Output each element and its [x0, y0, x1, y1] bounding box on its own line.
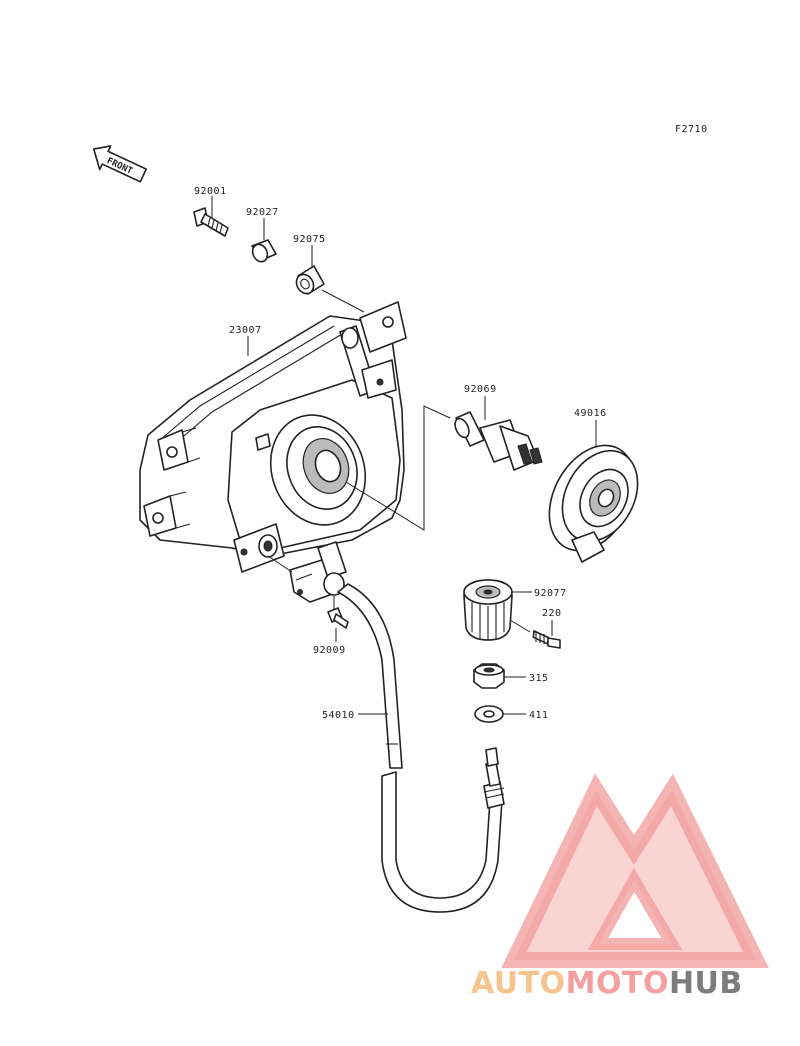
cable-54010-upper: [337, 583, 403, 769]
bolt-92001: [193, 207, 229, 237]
callout-54010: 54010: [322, 710, 355, 721]
headlight-assembly-23007: [139, 301, 407, 573]
collar-92027: [251, 239, 277, 263]
cable-clamp: [289, 541, 347, 603]
callout-411: 411: [529, 710, 549, 721]
callout-49016: 49016: [574, 408, 607, 419]
callout-92075: 92075: [293, 234, 326, 245]
callout-92077: 92077: [534, 588, 567, 599]
callout-92001: 92001: [194, 186, 227, 197]
dust-cover-49016: [548, 444, 639, 563]
callout-92069: 92069: [464, 384, 497, 395]
triangle-logo-icon: [501, 773, 769, 968]
nut-315: [473, 663, 505, 689]
callout-92009: 92009: [313, 645, 346, 656]
bulb-92069: [454, 411, 543, 471]
callout-315: 315: [529, 673, 549, 684]
svg-text:AUTOMOTOHUB: AUTOMOTOHUB: [471, 966, 743, 1001]
screw-92009: [327, 607, 349, 629]
grommet-92075: [295, 265, 325, 295]
screw-220: [532, 630, 561, 649]
logo-auto: AUTO: [471, 966, 566, 1001]
callout-220: 220: [542, 608, 562, 619]
knob-92077: [463, 579, 513, 641]
callout-23007: 23007: [229, 325, 262, 336]
washer-411: [474, 705, 504, 723]
logo-moto: MOTO: [566, 966, 669, 1001]
front-arrow-icon: FRONT: [92, 145, 148, 183]
callout-92027: 92027: [246, 207, 279, 218]
logo-hub: HUB: [669, 966, 743, 1001]
automotohub-logo: AUTOMOTOHUB: [471, 773, 769, 1001]
cable-54010-lower: [381, 747, 505, 913]
figure-code: F2710: [675, 124, 708, 135]
